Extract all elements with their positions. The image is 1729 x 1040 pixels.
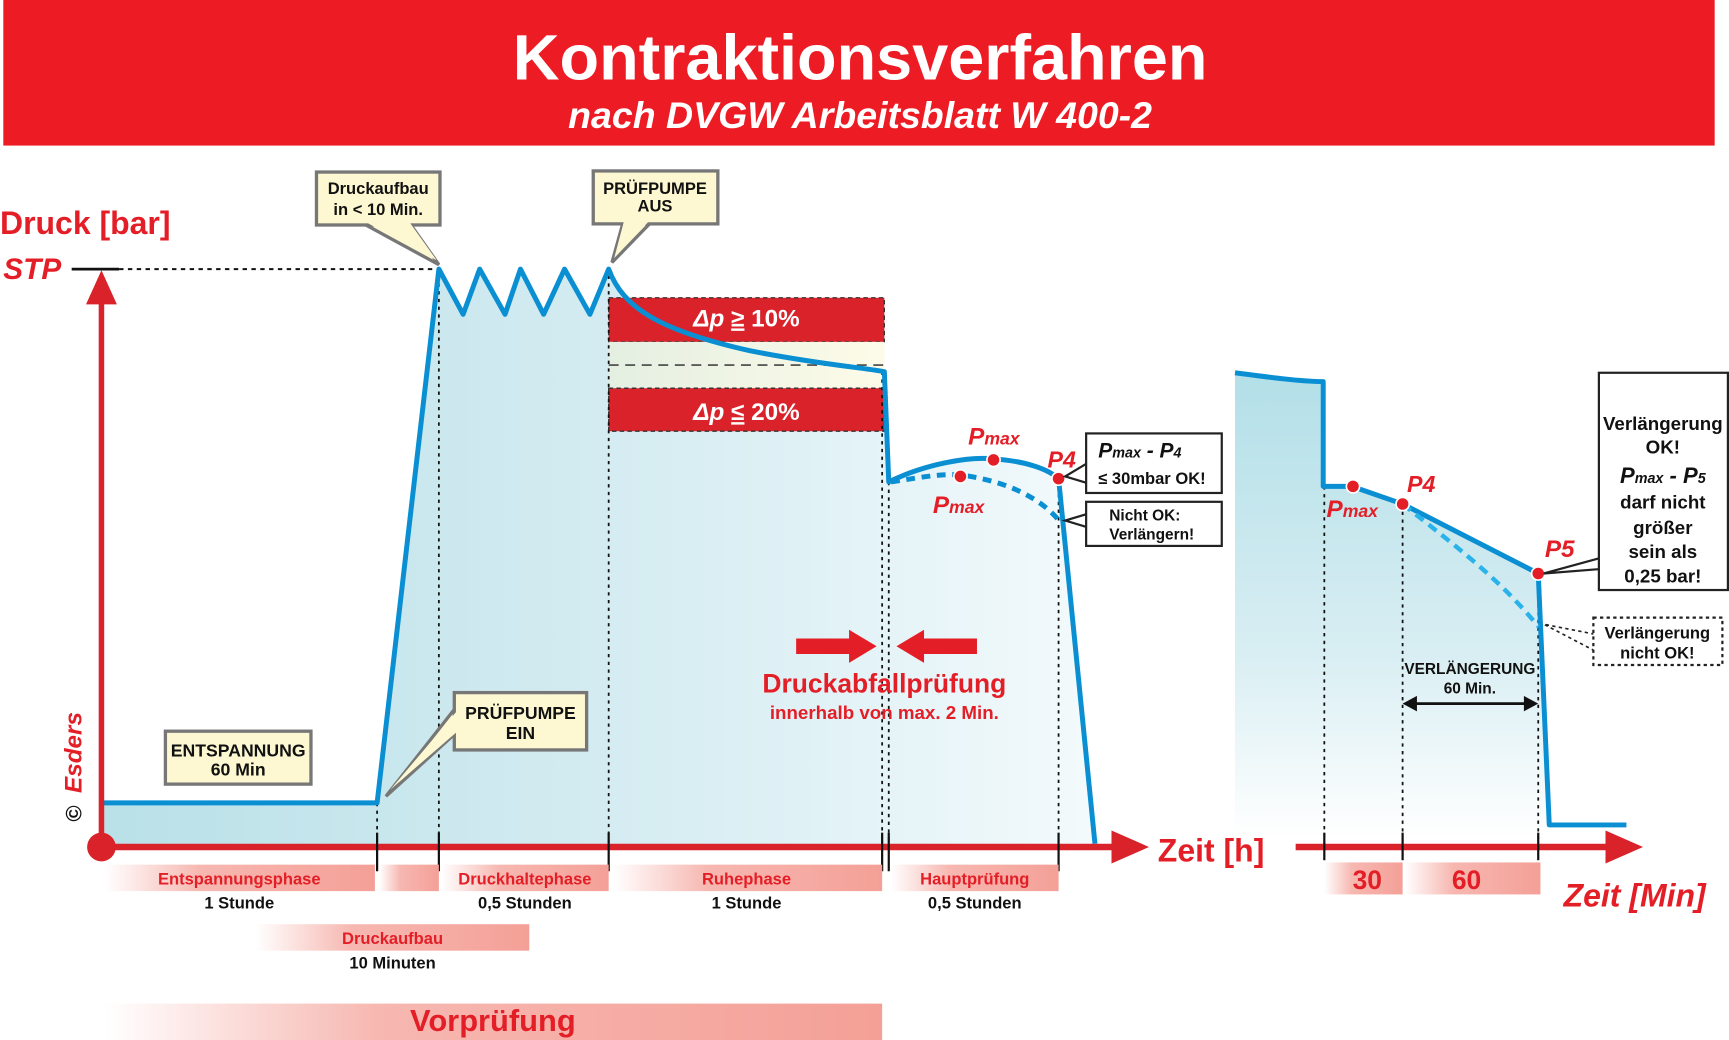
- svg-text:Esders: Esders: [61, 712, 88, 793]
- title-banner: [3, 0, 1715, 146]
- measurement-points: [952, 452, 1546, 581]
- svg-text:©: ©: [62, 805, 87, 821]
- svg-text:0,5 Stunden: 0,5 Stunden: [478, 894, 572, 913]
- check-ok-box: Pmax - P4 ≤ 30mbar OK!: [1062, 432, 1223, 495]
- phase-bar-gap: [379, 864, 439, 892]
- svg-text:0,5 Stunden: 0,5 Stunden: [928, 894, 1022, 913]
- callout-entspannung: ENTSPANNUNG 60 Min: [163, 729, 313, 786]
- svg-text:größer: größer: [1633, 517, 1692, 538]
- svg-text:in < 10 Min.: in < 10 Min.: [333, 200, 423, 219]
- svg-text:Hauptprüfung: Hauptprüfung: [920, 869, 1029, 888]
- x-axis-hours-label: Zeit [h]: [1158, 832, 1265, 868]
- callout-druckaufbau: Druckaufbau in < 10 Min.: [314, 170, 442, 267]
- extension-duration: 60 Min.: [1444, 681, 1496, 698]
- svg-text:PRÜFPUMPE: PRÜFPUMPE: [465, 703, 576, 723]
- callout-pumpe-ein: PRÜFPUMPE EIN: [384, 690, 589, 798]
- arrow-left-icon: [896, 629, 977, 663]
- p4-label: P4: [1048, 447, 1076, 473]
- svg-text:30: 30: [1353, 865, 1382, 895]
- svg-text:Verlängern!: Verlängern!: [1109, 526, 1194, 543]
- double-arrow-icon: [1402, 695, 1539, 712]
- svg-text:Druckhaltephase: Druckhaltephase: [458, 869, 591, 888]
- svg-text:Druckaufbau: Druckaufbau: [328, 179, 429, 198]
- svg-text:Nicht OK:: Nicht OK:: [1109, 508, 1180, 525]
- phase-bar-vorpruefung: Vorprüfung: [104, 1003, 883, 1040]
- svg-text:OK!: OK!: [1646, 436, 1680, 457]
- pmax-label-not-ok: Pmax: [933, 492, 986, 519]
- svg-text:1 Stunde: 1 Stunde: [204, 894, 274, 913]
- phase-bar-entspannung: Entspannungsphase 1 Stunde: [104, 864, 375, 913]
- p5-label: P5: [1545, 536, 1575, 563]
- pressure-drop-subtitle: innerhalb von max. 2 Min.: [770, 702, 999, 723]
- svg-text:sein als: sein als: [1628, 541, 1697, 562]
- svg-text:Verlängerung: Verlängerung: [1603, 413, 1723, 434]
- y-axis-label: Druck [bar]: [0, 205, 171, 241]
- svg-text:0,25 bar!: 0,25 bar!: [1624, 565, 1701, 586]
- svg-text:10 Minuten: 10 Minuten: [349, 953, 435, 972]
- svg-text:ENTSPANNUNG: ENTSPANNUNG: [171, 741, 306, 761]
- extension-label: VERLÄNGERUNG: [1404, 661, 1535, 678]
- extension-ok-box: Verlängerung OK! Pmax - P5 darf nicht gr…: [1543, 371, 1729, 592]
- svg-text:Ruhephase: Ruhephase: [702, 869, 791, 888]
- pmax-label-extension: Pmax: [1327, 496, 1380, 523]
- y-axis: [71, 267, 120, 847]
- esders-logo: © Esders: [61, 712, 88, 822]
- svg-text:PRÜFPUMPE: PRÜFPUMPE: [603, 179, 707, 198]
- callout-pumpe-aus: PRÜFPUMPE AUS: [591, 169, 720, 264]
- stp-label: STP: [3, 253, 61, 286]
- svg-text:Verlängerung: Verlängerung: [1605, 624, 1711, 643]
- x-axis-minutes-label: Zeit [Min]: [1563, 878, 1707, 914]
- svg-text:EIN: EIN: [506, 723, 535, 743]
- svg-text:nicht OK!: nicht OK!: [1620, 643, 1694, 662]
- svg-text:Druckaufbau: Druckaufbau: [342, 929, 443, 948]
- svg-text:darf nicht: darf nicht: [1620, 491, 1706, 512]
- svg-text:≤ 30mbar OK!: ≤ 30mbar OK!: [1098, 469, 1205, 488]
- phase-bar-ruhe: Ruhephase 1 Stunde: [613, 864, 883, 913]
- pressure-curve-not-ok: [890, 472, 1063, 525]
- check-not-ok-box: Nicht OK: Verlängern!: [1061, 500, 1223, 548]
- band-upper-label: Δp ≥ 10%: [692, 305, 799, 332]
- svg-text:Pmax - P5: Pmax - P5: [1620, 463, 1707, 488]
- phase-bar-druckhalte: Druckhaltephase 0,5 Stunden: [441, 864, 609, 913]
- pmax-label-ok: Pmax: [968, 423, 1021, 450]
- svg-text:Vorprüfung: Vorprüfung: [410, 1003, 576, 1038]
- minutes-segments: 30 60: [1324, 862, 1541, 895]
- phase-bar-hauptpruefung: Hauptprüfung 0,5 Stunden: [890, 864, 1059, 913]
- x-axis-minutes: [1295, 830, 1643, 864]
- extension-area-fill: [1235, 372, 1550, 839]
- x-axis-hours: [87, 830, 1149, 872]
- pressure-drop-title: Druckabfallprüfung: [762, 669, 1006, 699]
- page-title: Kontraktionsverfahren: [513, 21, 1208, 93]
- pressure-drop-bands: Δp ≥ 10% Δp ≤ 20%: [608, 297, 886, 432]
- svg-text:60 Min: 60 Min: [211, 759, 266, 779]
- extension-curve-not-ok: [1401, 502, 1540, 628]
- page-subtitle: nach DVGW Arbeitsblatt W 400-2: [568, 94, 1152, 136]
- extension-not-ok-box: Verlängerung nicht OK!: [1543, 616, 1724, 667]
- arrow-right-icon: [796, 629, 877, 663]
- svg-text:Pmax - P4: Pmax - P4: [1098, 440, 1181, 463]
- phase-dividers: [119, 268, 1540, 850]
- phase-bar-druckaufbau: Druckaufbau 10 Minuten: [255, 924, 530, 972]
- band-lower-label: Δp ≤ 20%: [692, 399, 799, 426]
- svg-text:AUS: AUS: [638, 197, 673, 216]
- p4-label-extension: P4: [1407, 471, 1435, 497]
- svg-text:1 Stunde: 1 Stunde: [712, 894, 782, 913]
- svg-text:60: 60: [1452, 865, 1481, 895]
- svg-text:Entspannungsphase: Entspannungsphase: [158, 869, 321, 888]
